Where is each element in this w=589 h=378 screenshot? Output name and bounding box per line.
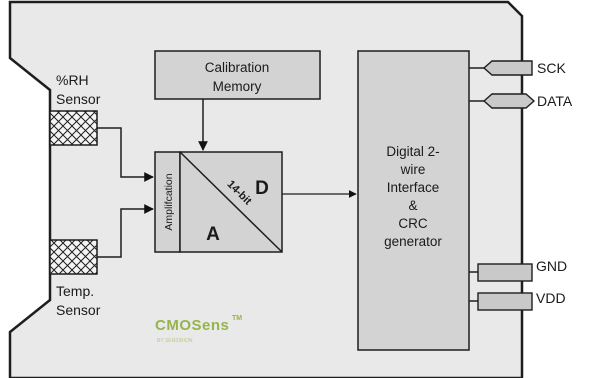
amplification-label: Amplifcation <box>163 173 175 230</box>
sck-pin <box>482 60 533 76</box>
cmosens-logo-text: CMOSens <box>155 317 229 334</box>
interface-label-line3: Interface <box>387 180 440 195</box>
interface-label-line1: Digital 2- <box>386 144 439 159</box>
calibration-memory-label-line1: Calibration <box>205 60 270 75</box>
interface-label-line5: CRC <box>398 216 427 231</box>
digital-interface-block <box>357 50 470 351</box>
adc-digital-label: D <box>255 178 269 199</box>
data-pin <box>482 93 536 109</box>
temperature-sensor-label-line1: Temp. <box>56 283 94 299</box>
temperature-sensor-label-line2: Sensor <box>56 302 101 318</box>
humidity-sensor-label-line2: Sensor <box>56 91 101 107</box>
vdd-pin <box>477 292 533 311</box>
data-pin-label: DATA <box>537 93 573 109</box>
interface-label-line4: & <box>408 198 417 213</box>
adc-analog-label: A <box>206 224 220 245</box>
temperature-sensor-element <box>49 239 98 275</box>
cmosens-logo-tagline: BY SENSIRION <box>157 338 193 344</box>
humidity-sensor-label-line1: %RH <box>56 72 89 88</box>
calibration-memory-block <box>154 50 321 100</box>
humidity-signal-arrow <box>97 127 154 182</box>
humidity-sensor-element <box>49 110 98 146</box>
vdd-pin-label: VDD <box>536 290 566 306</box>
calibration-memory-label-line2: Memory <box>213 79 262 94</box>
temperature-signal-arrow <box>97 204 154 258</box>
gnd-pin <box>477 263 533 282</box>
gnd-pin-label: GND <box>536 258 567 274</box>
cmosens-logo-tm: TM <box>232 315 242 322</box>
interface-label-line6: generator <box>384 234 442 249</box>
adc-diagonal <box>179 151 283 253</box>
sck-pin-label: SCK <box>537 60 566 76</box>
interface-label-line2: wire <box>400 162 426 177</box>
